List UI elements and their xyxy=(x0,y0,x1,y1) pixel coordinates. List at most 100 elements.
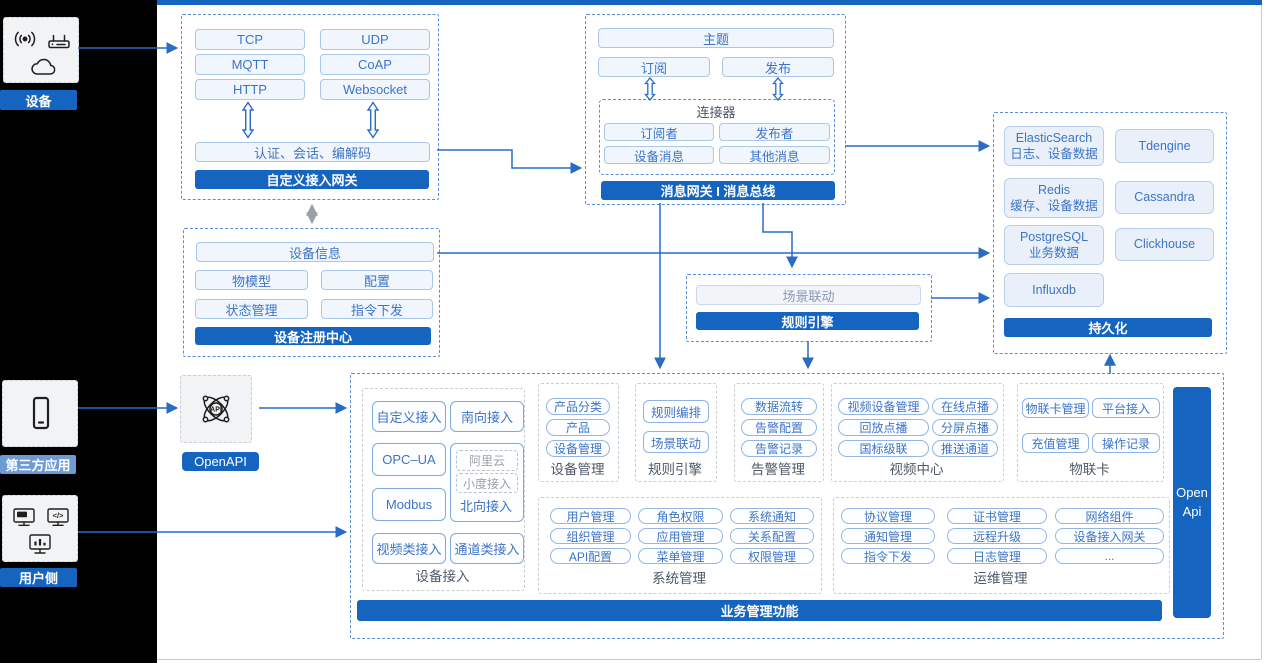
openapi-icon-box: API xyxy=(180,375,252,443)
svg-text:APP: APP xyxy=(18,512,27,517)
feature-pill: 应用管理 xyxy=(638,528,723,544)
video-center-label: 视频中心 xyxy=(889,462,944,477)
access-pill: Modbus xyxy=(372,488,446,521)
protocol-pill: CoAP xyxy=(320,54,430,75)
db-cell: Influxdb xyxy=(1004,273,1104,307)
double-arrow-icon xyxy=(241,101,255,139)
access-pill: 南向接入 xyxy=(450,401,524,432)
feature-pill: 远程升级 xyxy=(947,528,1047,544)
auth-pill: 认证、会话、编解码 xyxy=(195,142,430,162)
ops-mgmt-label: 运维管理 xyxy=(973,571,1028,586)
registry-title-bar: 设备注册中心 xyxy=(195,327,431,345)
feature-pill: 告警记录 xyxy=(741,440,817,457)
router-icon xyxy=(48,34,70,49)
db-cell: Tdengine xyxy=(1115,129,1214,163)
connector-pill: 其他消息 xyxy=(719,146,830,164)
feature-pill: 证书管理 xyxy=(947,508,1047,524)
open-api-bar-line: Api xyxy=(1182,503,1202,519)
feature-pill: 物联卡管理 xyxy=(1022,398,1089,418)
feature-pill: 组织管理 xyxy=(550,528,631,544)
message-bus-title-bar: 消息网关 I 消息总线 xyxy=(601,181,835,200)
protocol-pill: UDP xyxy=(320,29,430,50)
feature-pill: 推送通道 xyxy=(932,440,998,457)
feature-pill: 规则编排 xyxy=(643,400,709,423)
registry-pill: 物模型 xyxy=(195,270,308,290)
user-side-icon-box: APP </> xyxy=(2,495,78,562)
feature-pill: 场景联动 xyxy=(643,431,709,453)
feature-pill: 充值管理 xyxy=(1022,433,1089,453)
feature-pill: 视频设备管理 xyxy=(838,398,929,415)
north-access-label: 北向接入 xyxy=(459,498,512,514)
device-label: 设备 xyxy=(0,90,77,110)
db-name: Tdengine xyxy=(1138,138,1191,153)
api-node-icon: API xyxy=(202,395,230,423)
double-arrow-icon xyxy=(366,101,380,139)
connector-pill: 发布者 xyxy=(719,123,830,141)
cloud-icon xyxy=(31,58,56,75)
protocol-pill: HTTP xyxy=(195,79,305,100)
feature-pill: 告警配置 xyxy=(741,419,817,436)
db-desc: 日志、设备数据 xyxy=(1010,147,1098,161)
db-name: Cassandra xyxy=(1134,190,1195,205)
chart-screen-icon xyxy=(29,534,51,554)
code-screen-icon: </> xyxy=(47,508,69,526)
feature-pill: 回放点播 xyxy=(838,419,929,436)
svg-text:</>: </> xyxy=(53,511,64,520)
system-mgmt-label: 系统管理 xyxy=(652,571,706,586)
feature-pill: 操作记录 xyxy=(1092,433,1160,453)
iot-card-label: 物联卡 xyxy=(1069,462,1110,477)
topic-pill: 主题 xyxy=(598,28,834,48)
db-cell: Clickhouse xyxy=(1115,228,1214,261)
db-cell: Cassandra xyxy=(1115,181,1214,214)
device-icon-box xyxy=(3,17,79,83)
business-footer-bar: 业务管理功能 xyxy=(357,600,1162,621)
publish-pill: 发布 xyxy=(722,57,834,77)
feature-pill: 产品分类 xyxy=(546,398,610,415)
feature-pill: 通知管理 xyxy=(841,528,935,544)
db-name: Redis xyxy=(1038,182,1070,197)
alarm-mgmt-label: 告警管理 xyxy=(751,462,805,477)
feature-pill: 平台接入 xyxy=(1092,398,1160,418)
device-info-pill: 设备信息 xyxy=(196,242,434,262)
feature-pill: 指令下发 xyxy=(841,548,935,564)
feature-pill: 日志管理 xyxy=(947,548,1047,564)
registry-pill: 状态管理 xyxy=(195,299,308,319)
openapi-label: OpenAPI xyxy=(182,452,259,471)
user-side-label: 用户侧 xyxy=(0,568,77,587)
bottom-border-line xyxy=(157,659,1261,660)
feature-pill: 权限管理 xyxy=(730,548,814,564)
db-name: ElasticSearch xyxy=(1015,130,1093,145)
scene-linkage-pill: 场景联动 xyxy=(696,285,921,305)
connector-title: 连接器 xyxy=(696,104,736,120)
feature-pill: 菜单管理 xyxy=(638,548,723,564)
registry-pill: 指令下发 xyxy=(321,299,433,319)
device-mgmt-label: 设备管理 xyxy=(550,462,605,477)
gateway-title-bar: 自定义接入网关 xyxy=(195,170,429,189)
third-party-icon-box xyxy=(2,380,78,447)
feature-pill: 用户管理 xyxy=(550,508,631,524)
feature-pill: 数据流转 xyxy=(741,398,817,415)
feature-pill: 设备管理 xyxy=(546,440,610,457)
double-arrow-icon xyxy=(772,77,784,101)
access-pill: 自定义接入 xyxy=(372,401,446,432)
north-sub-pill: 阿里云 xyxy=(456,450,518,471)
db-name: Influxdb xyxy=(1032,282,1076,297)
double-arrow-icon xyxy=(644,77,656,101)
feature-pill: 产品 xyxy=(546,419,610,436)
persistence-title-bar: 持久化 xyxy=(1004,318,1212,337)
db-cell: ElasticSearch 日志、设备数据 xyxy=(1004,126,1104,166)
rule-engine-label: 规则引擎 xyxy=(648,462,702,477)
db-name: Clickhouse xyxy=(1133,237,1196,252)
registry-pill: 配置 xyxy=(321,270,433,290)
feature-pill: 角色权限 xyxy=(638,508,723,524)
open-api-bar-line: Open xyxy=(1176,485,1208,501)
rule-engine-title-bar: 规则引擎 xyxy=(696,312,919,330)
connector-pill: 设备消息 xyxy=(604,146,714,164)
top-accent-bar xyxy=(157,0,1262,5)
db-cell: Redis 缓存、设备数据 xyxy=(1004,178,1104,218)
app-screen-icon: APP xyxy=(13,508,35,526)
north-sub-pill: 小度接入 xyxy=(456,473,518,493)
db-desc: 缓存、设备数据 xyxy=(1010,199,1098,213)
protocol-pill: MQTT xyxy=(195,54,305,75)
